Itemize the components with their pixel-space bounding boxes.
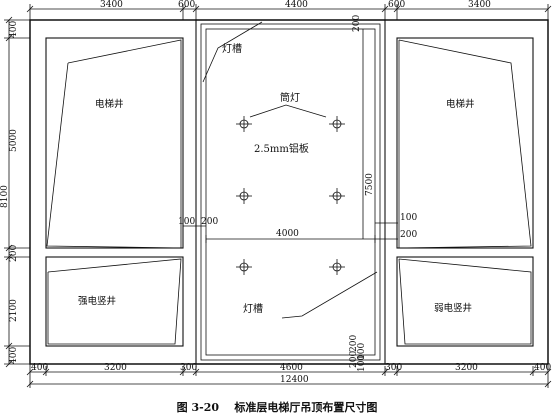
dim-gap-left-200: 200 — [201, 217, 218, 227]
dim-top-600-left: 600 — [178, 0, 195, 10]
left-elevator-shaft: 电梯井 — [45, 37, 184, 249]
label-weak-shaft: 弱电竖井 — [434, 302, 472, 314]
downlight-icon — [329, 188, 345, 204]
dim-bottom-small-2: 100 — [357, 343, 367, 360]
dim-left-8100: 8100 — [0, 185, 10, 208]
downlight-icon — [329, 259, 345, 275]
caption-title: 标准层电梯厅吊顶布置尺寸图 — [234, 401, 378, 414]
right-weak-shaft: 弱电竖井 — [396, 256, 534, 347]
label-panel: 2.5mm铝板 — [254, 142, 309, 155]
dim-bottom-3200-right: 3200 — [455, 363, 478, 373]
label-light-trough-top: 灯槽 — [222, 42, 242, 55]
dim-bottom-4600: 4600 — [280, 363, 303, 373]
dim-bottom-400-left: 400 — [31, 363, 48, 373]
label-strong-shaft: 强电竖井 — [78, 295, 116, 307]
downlight-icon — [329, 116, 345, 132]
downlights — [236, 116, 345, 275]
downlight-icon — [236, 259, 252, 275]
dim-inner-height-7500: 7500 — [365, 173, 375, 196]
dim-left-5000: 5000 — [9, 129, 19, 152]
downlight-icon — [236, 188, 252, 204]
bottom-dimension-line: 400 3200 300 4600 300 3200 400 12400 — [26, 363, 551, 388]
figure-caption: 图 3-20 标准层电梯厅吊顶布置尺寸图 — [0, 399, 554, 415]
dim-bottom-small-4: 100 — [357, 355, 367, 372]
label-downlight: 筒灯 — [280, 91, 300, 104]
central-hall: 4000 7500 200 100 200 100 200 200 100 20… — [178, 15, 417, 372]
label-elevator-left: 电梯井 — [95, 98, 124, 110]
downlight-icon — [236, 116, 252, 132]
dim-top-600-right: 600 — [388, 0, 405, 10]
dim-gap-right-200: 200 — [400, 230, 417, 240]
top-dimension-line: 3400 600 4400 600 3400 — [26, 0, 552, 20]
dim-bottom-3200-left: 3200 — [104, 363, 127, 373]
label-light-trough-bottom: 灯槽 — [243, 302, 263, 315]
dim-left-200: 200 — [9, 245, 19, 262]
dim-top-4400: 4400 — [285, 0, 308, 10]
dim-bottom-small-3: 200 — [349, 351, 359, 368]
left-dimension-line: 400 5000 200 2100 400 8100 — [0, 16, 30, 368]
label-elevator-right: 电梯井 — [446, 98, 475, 110]
dim-bottom-400-right: 400 — [534, 363, 551, 373]
dim-top-3400-right: 3400 — [468, 0, 491, 10]
dim-bottom-300-left: 300 — [180, 363, 197, 373]
dim-inner-width-4000: 4000 — [276, 229, 299, 239]
dim-gap-right-100: 100 — [400, 213, 417, 223]
caption-number: 图 3-20 — [176, 401, 220, 414]
right-elevator-shaft: 电梯井 — [396, 37, 534, 249]
dim-left-2100: 2100 — [9, 299, 19, 322]
dim-top-3400-left: 3400 — [100, 0, 123, 10]
dim-gap-left-100: 100 — [178, 217, 195, 227]
dim-bottom-300-right: 300 — [385, 363, 402, 373]
left-strong-shaft: 强电竖井 — [45, 256, 184, 347]
dim-bottom-small-1: 200 — [349, 335, 359, 352]
dim-left-400-top: 400 — [9, 21, 19, 38]
dim-inner-top-200: 200 — [352, 15, 362, 32]
dim-left-400-bottom: 400 — [9, 347, 19, 364]
dim-bottom-12400: 12400 — [280, 375, 309, 385]
